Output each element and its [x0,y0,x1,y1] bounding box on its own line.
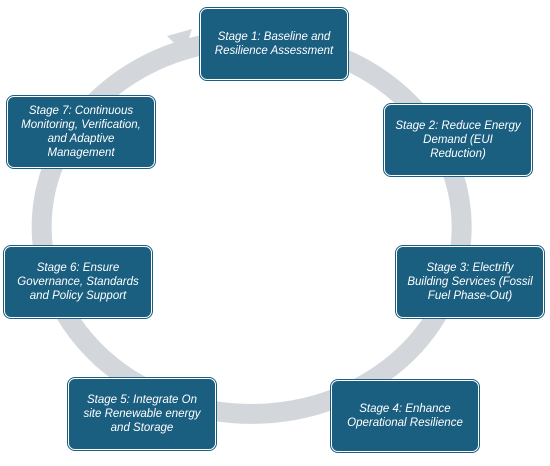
stage-7-label: Stage 7: Continuous Monitoring, Verifica… [21,105,141,159]
stage-7-box: Stage 7: Continuous Monitoring, Verifica… [7,96,155,168]
stage-5-box: Stage 5: Integrate On site Renewable ene… [68,378,216,450]
stage-3-label: Stage 3: Electrify Building Services (Fo… [407,262,533,302]
stage-6-box: Stage 6: Ensure Governance, Standards an… [4,246,152,318]
stage-2-label: Stage 2: Reduce Energy Demand (EUI Reduc… [395,120,521,160]
stage-4-box: Stage 4: Enhance Operational Resilience [331,380,479,452]
stage-4-label: Stage 4: Enhance Operational Resilience [347,403,463,429]
stage-5-label: Stage 5: Integrate On site Renewable ene… [83,394,201,434]
stage-2-box: Stage 2: Reduce Energy Demand (EUI Reduc… [384,104,532,176]
stage-1-box: Stage 1: Baseline and Resilience Assessm… [200,8,348,80]
stage-1-label: Stage 1: Baseline and Resilience Assessm… [214,31,334,57]
stage-3-box: Stage 3: Electrify Building Services (Fo… [396,246,544,318]
stage-6-label: Stage 6: Ensure Governance, Standards an… [17,262,139,302]
arrowhead-icon [167,29,192,53]
